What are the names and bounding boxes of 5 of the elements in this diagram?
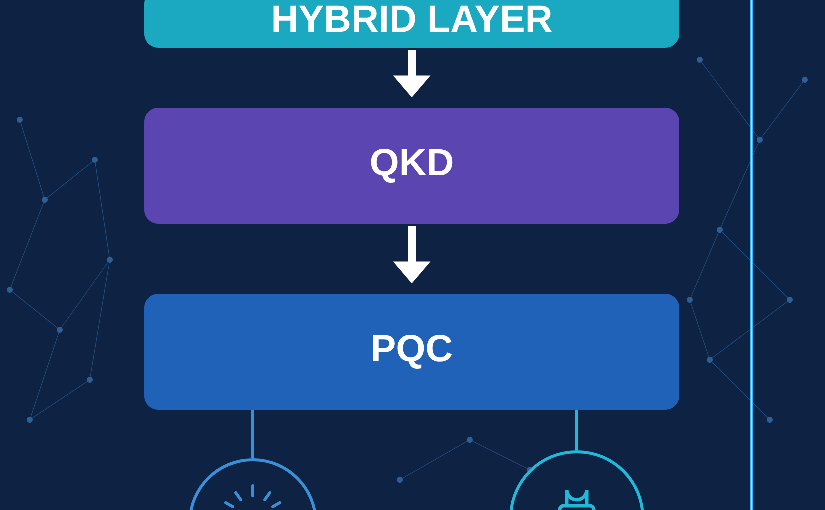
connector-line — [576, 410, 578, 450]
connector-line — [252, 410, 254, 458]
layer-box: QKD — [144, 108, 680, 224]
layer-box: PQC — [144, 294, 680, 410]
layer-box: HYBRID LAYER — [144, 0, 680, 48]
